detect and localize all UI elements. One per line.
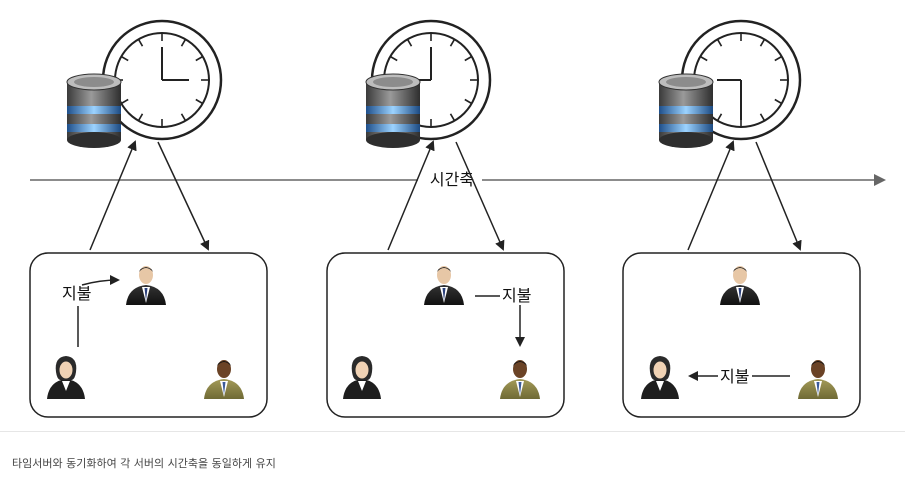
database-icon xyxy=(365,73,421,149)
panel-2: 지불 xyxy=(326,19,565,418)
sync-arrow-down xyxy=(455,141,505,251)
timeline-label: 시간축 xyxy=(430,170,474,189)
database-icon xyxy=(66,73,122,149)
panel-1: 지불 xyxy=(29,19,268,418)
divider xyxy=(0,431,905,432)
person-man-dark xyxy=(720,266,760,305)
panel-3: 지불 xyxy=(622,19,861,418)
sync-arrow-down xyxy=(755,141,802,251)
sync-diagram: 시간축 지불 지불 xyxy=(29,19,886,418)
clock-icon xyxy=(101,19,223,141)
sync-arrow-up xyxy=(89,140,137,251)
sync-arrow-down xyxy=(157,141,210,251)
payment-label: 지불 xyxy=(62,284,91,303)
payment-arrow xyxy=(77,280,118,347)
database-icon xyxy=(658,73,714,149)
person-woman xyxy=(47,356,85,399)
server-box xyxy=(622,252,861,418)
person-man-tan xyxy=(500,360,540,399)
person-man-tan xyxy=(204,360,244,399)
person-man-dark xyxy=(126,266,166,305)
server-box xyxy=(29,252,268,418)
sync-arrow-up xyxy=(687,140,735,251)
payment-label: 지불 xyxy=(502,286,531,305)
person-man-dark xyxy=(424,266,464,305)
person-woman xyxy=(343,356,381,399)
person-man-tan xyxy=(798,360,838,399)
figure-caption: 타임서버와 동기화하여 각 서버의 시간축을 동일하게 유지 xyxy=(12,457,276,470)
person-woman xyxy=(641,356,679,399)
server-box xyxy=(326,252,565,418)
sync-arrow-up xyxy=(387,140,435,251)
payment-label: 지불 xyxy=(720,367,749,386)
clock-icon xyxy=(680,19,802,141)
